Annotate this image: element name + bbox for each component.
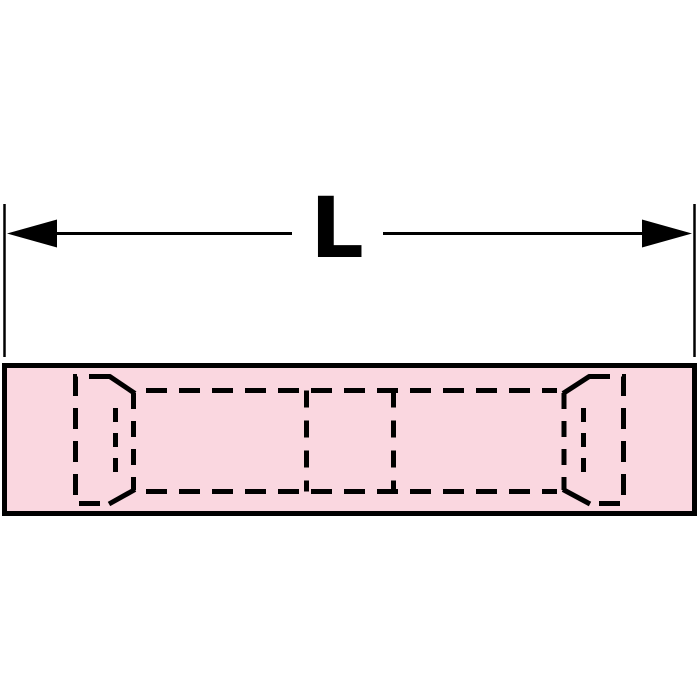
dimension-lines <box>3 204 696 357</box>
arrowhead-left-icon <box>7 219 57 248</box>
flare-transition-lines <box>107 373 592 507</box>
dimension-annotation: L <box>3 179 696 357</box>
barrel-left-flare-bottom-slant <box>107 487 137 507</box>
barrel-left-mouth-outline <box>73 374 110 506</box>
hidden-barrel-lines <box>73 374 626 506</box>
dimension-label: L <box>310 179 364 277</box>
barrel-right-mouth-outline <box>589 374 626 506</box>
barrel-left-flare-top-slant <box>107 373 137 396</box>
barrel-right-flare-top-slant <box>561 373 592 396</box>
arrowhead-right-icon <box>642 219 692 248</box>
barrel-right-flare-bottom-slant <box>561 487 592 507</box>
connector <box>2 363 697 516</box>
dimension-arrowheads <box>7 219 692 248</box>
